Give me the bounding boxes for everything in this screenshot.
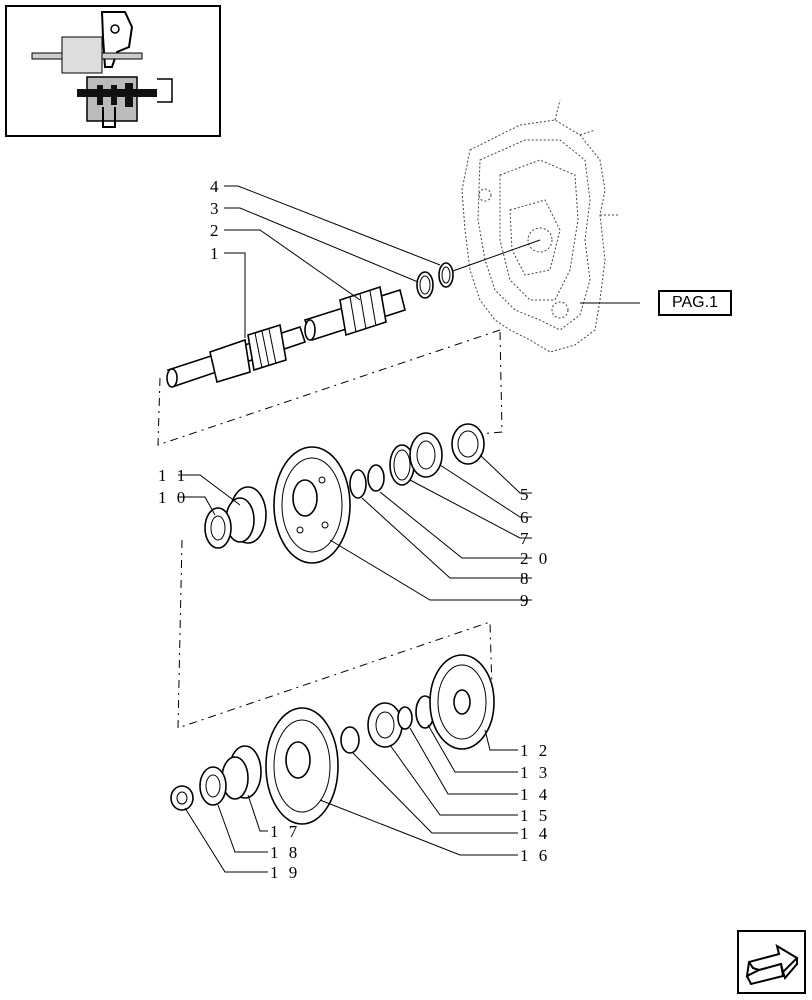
- callout-12: 1 2: [520, 741, 550, 760]
- callout-18: 1 8: [270, 843, 300, 862]
- part-8-ring: [349, 469, 367, 499]
- callout-7: 7: [520, 529, 532, 548]
- callout-14-a: 1 4: [520, 785, 550, 804]
- page-link-button[interactable]: PAG.1: [658, 290, 732, 316]
- next-page-arrow-icon: [745, 943, 799, 986]
- callout-11: 1 1: [158, 466, 188, 485]
- part-5-seal: [451, 423, 485, 465]
- part-3-ring: [416, 271, 434, 299]
- part-14-ring-a: [340, 726, 360, 754]
- callout-17: 1 7: [270, 822, 300, 841]
- callout-13: 1 3: [520, 763, 550, 782]
- callout-labels: 4 3 2 1 5 6 7 2 0 8 9 1 1 1 0 1 2 1 3 1 …: [158, 177, 550, 882]
- part-17-18-bearing-gear: [199, 745, 262, 806]
- part-12-gear: [429, 654, 495, 750]
- locator-thumbnail: [5, 5, 221, 137]
- callout-15: 1 5: [520, 806, 550, 825]
- part-2-gear-shaft: [303, 285, 406, 342]
- callout-20: 2 0: [520, 549, 550, 568]
- next-page-button[interactable]: [737, 930, 806, 994]
- callout-leader-lines: [178, 185, 640, 873]
- part-1-shaft: [166, 323, 307, 388]
- callout-4: 4: [210, 177, 222, 196]
- part-6-bearing: [409, 432, 443, 478]
- callout-10: 1 0: [158, 488, 188, 507]
- callout-3: 3: [210, 199, 222, 218]
- callout-2: 2: [210, 221, 222, 240]
- callout-14-b: 1 4: [520, 824, 550, 843]
- part-7-ring: [389, 444, 415, 486]
- part-19-nut: [170, 785, 194, 811]
- part-4-snap-ring: [438, 262, 454, 288]
- part-10-11-bearing-gear: [204, 486, 267, 549]
- part-15-bearing: [367, 702, 403, 748]
- part-9-large-gear: [273, 446, 351, 564]
- transmission-locator-thumbnail-icon: [31, 11, 173, 128]
- assembly-axis-lines: [157, 239, 541, 729]
- callout-8: 8: [520, 569, 532, 588]
- part-20-snap-ring: [367, 464, 385, 492]
- transmission-housing: [461, 99, 620, 353]
- callout-1: 1: [210, 244, 222, 263]
- callout-19: 1 9: [270, 863, 300, 882]
- callout-9: 9: [520, 591, 532, 610]
- callout-6: 6: [520, 508, 532, 527]
- callout-5: 5: [520, 485, 532, 504]
- callout-16: 1 6: [520, 846, 550, 865]
- part-14-ring-b: [397, 706, 413, 730]
- part-16-large-gear: [265, 707, 339, 825]
